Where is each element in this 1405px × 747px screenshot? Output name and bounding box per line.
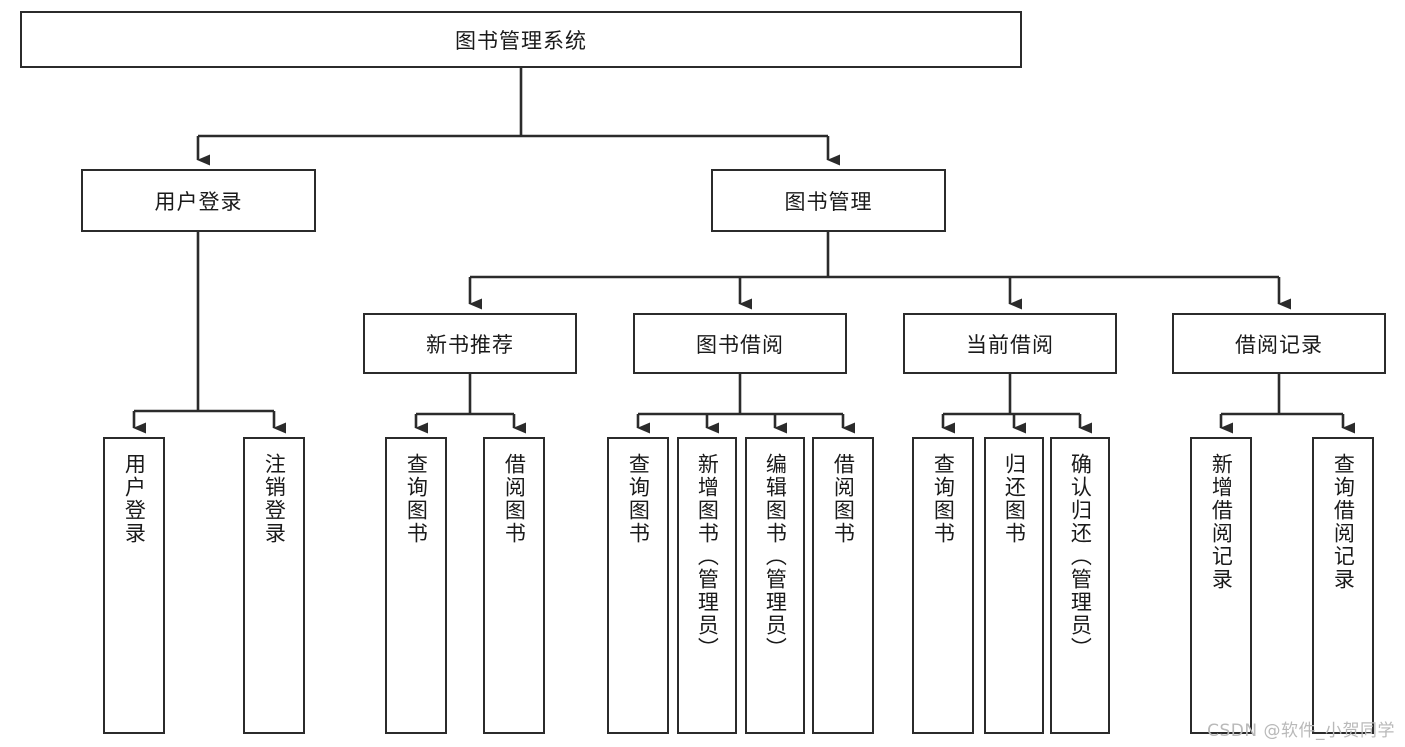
node-leaf[interactable]: 编辑图书（管理员） [745,437,805,734]
node-leaf[interactable]: 归还图书 [984,437,1044,734]
node-leaf-label: 新增图书（管理员） [695,453,720,660]
node-level2-user-login[interactable]: 用户登录 [81,169,316,232]
node-leaf-label: 查询图书 [931,453,956,545]
node-leaf[interactable]: 查询图书 [912,437,974,734]
node-leaf-label: 查询借阅记录 [1331,453,1356,591]
node-level3-book-borrow[interactable]: 图书借阅 [633,313,847,374]
node-leaf[interactable]: 查询借阅记录 [1312,437,1374,734]
node-leaf[interactable]: 查询图书 [385,437,447,734]
node-root[interactable]: 图书管理系统 [20,11,1022,68]
node-leaf-label: 编辑图书（管理员） [763,453,788,660]
node-leaf-label: 查询图书 [626,453,651,545]
node-leaf-label: 确认归还（管理员） [1068,453,1093,660]
node-leaf-label: 新增借阅记录 [1209,453,1234,591]
node-leaf-label: 注销登录 [262,453,287,545]
node-level3-borrow-records[interactable]: 借阅记录 [1172,313,1386,374]
node-level2-book-management[interactable]: 图书管理 [711,169,946,232]
node-leaf-label: 归还图书 [1002,453,1027,545]
node-leaf-label: 借阅图书 [831,453,856,545]
node-level3-new-book-recommend[interactable]: 新书推荐 [363,313,577,374]
node-leaf[interactable]: 借阅图书 [812,437,874,734]
node-leaf[interactable]: 注销登录 [243,437,305,734]
node-leaf-label: 借阅图书 [502,453,527,545]
node-level3-current-borrow[interactable]: 当前借阅 [903,313,1117,374]
node-leaf-label: 查询图书 [404,453,429,545]
node-leaf[interactable]: 用户登录 [103,437,165,734]
node-leaf[interactable]: 查询图书 [607,437,669,734]
node-leaf[interactable]: 新增图书（管理员） [677,437,737,734]
node-leaf[interactable]: 借阅图书 [483,437,545,734]
node-leaf[interactable]: 确认归还（管理员） [1050,437,1110,734]
node-leaf[interactable]: 新增借阅记录 [1190,437,1252,734]
node-leaf-label: 用户登录 [122,453,147,545]
